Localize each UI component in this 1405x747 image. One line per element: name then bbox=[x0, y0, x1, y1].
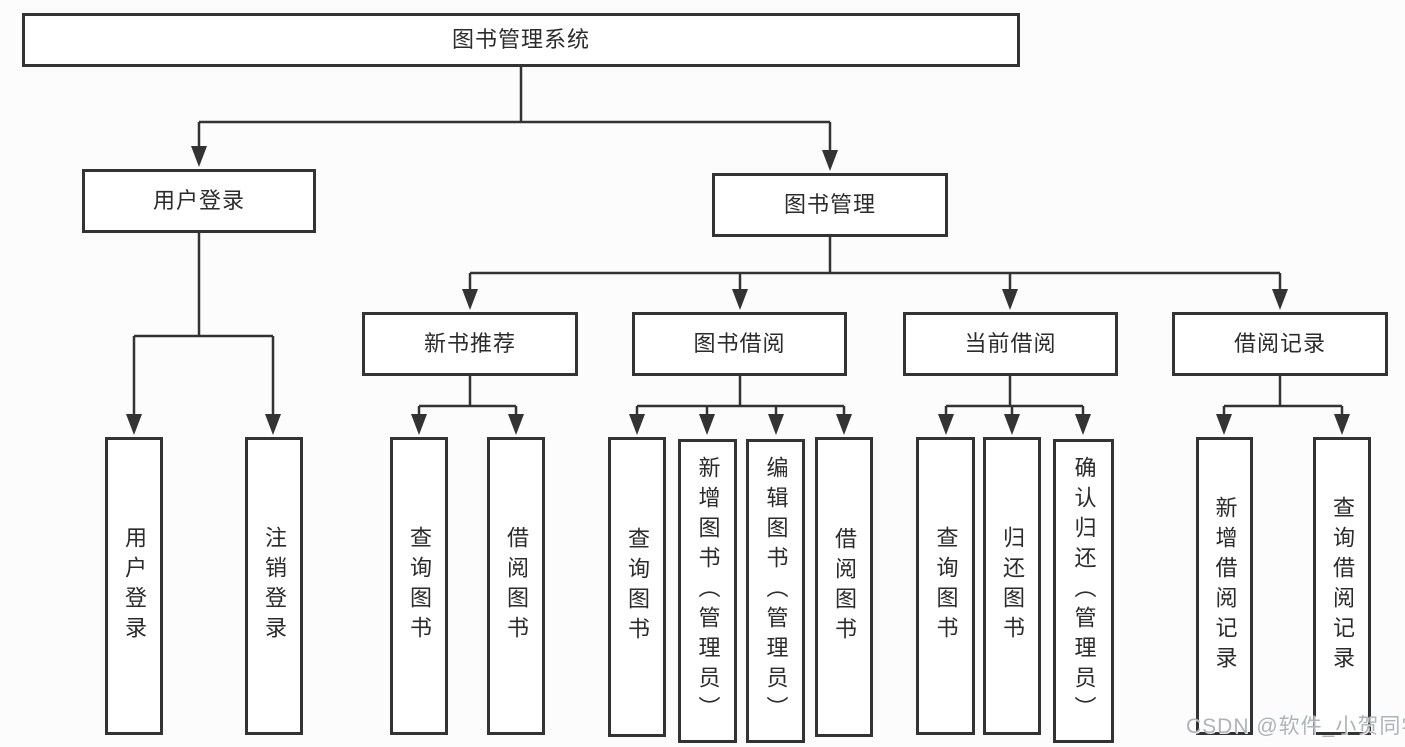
node-new-book-recommend: 新书推荐 bbox=[362, 312, 578, 376]
leaf-borrow-books-borrow: 借阅图书 bbox=[815, 437, 873, 737]
node-book-borrow: 图书借阅 bbox=[632, 312, 847, 376]
node-root-system: 图书管理系统 bbox=[22, 13, 1020, 67]
leaf-query-books-recommend: 查询图书 bbox=[390, 437, 448, 735]
leaf-edit-book-admin: 编辑图书（管理员） bbox=[746, 439, 805, 743]
node-borrow-records: 借阅记录 bbox=[1172, 312, 1388, 376]
leaf-query-books-current: 查询图书 bbox=[916, 437, 975, 735]
leaf-query-books-borrow: 查询图书 bbox=[608, 437, 666, 737]
leaf-confirm-return-admin: 确认归还（管理员） bbox=[1053, 439, 1114, 743]
csdn-watermark: CSDN @软件_小贺同学 bbox=[1186, 715, 1405, 738]
node-current-borrow: 当前借阅 bbox=[903, 312, 1118, 376]
leaf-borrow-books-recommend: 借阅图书 bbox=[487, 437, 545, 735]
node-book-management: 图书管理 bbox=[712, 173, 948, 237]
leaf-user-login: 用户登录 bbox=[105, 437, 163, 735]
leaf-add-book-admin: 新增图书（管理员） bbox=[678, 439, 737, 743]
leaf-return-book: 归还图书 bbox=[983, 437, 1041, 735]
node-user-login-branch: 用户登录 bbox=[82, 169, 316, 233]
leaf-logout: 注销登录 bbox=[245, 437, 303, 735]
leaf-query-borrow-record: 查询借阅记录 bbox=[1313, 437, 1371, 735]
leaf-add-borrow-record: 新增借阅记录 bbox=[1196, 437, 1253, 735]
